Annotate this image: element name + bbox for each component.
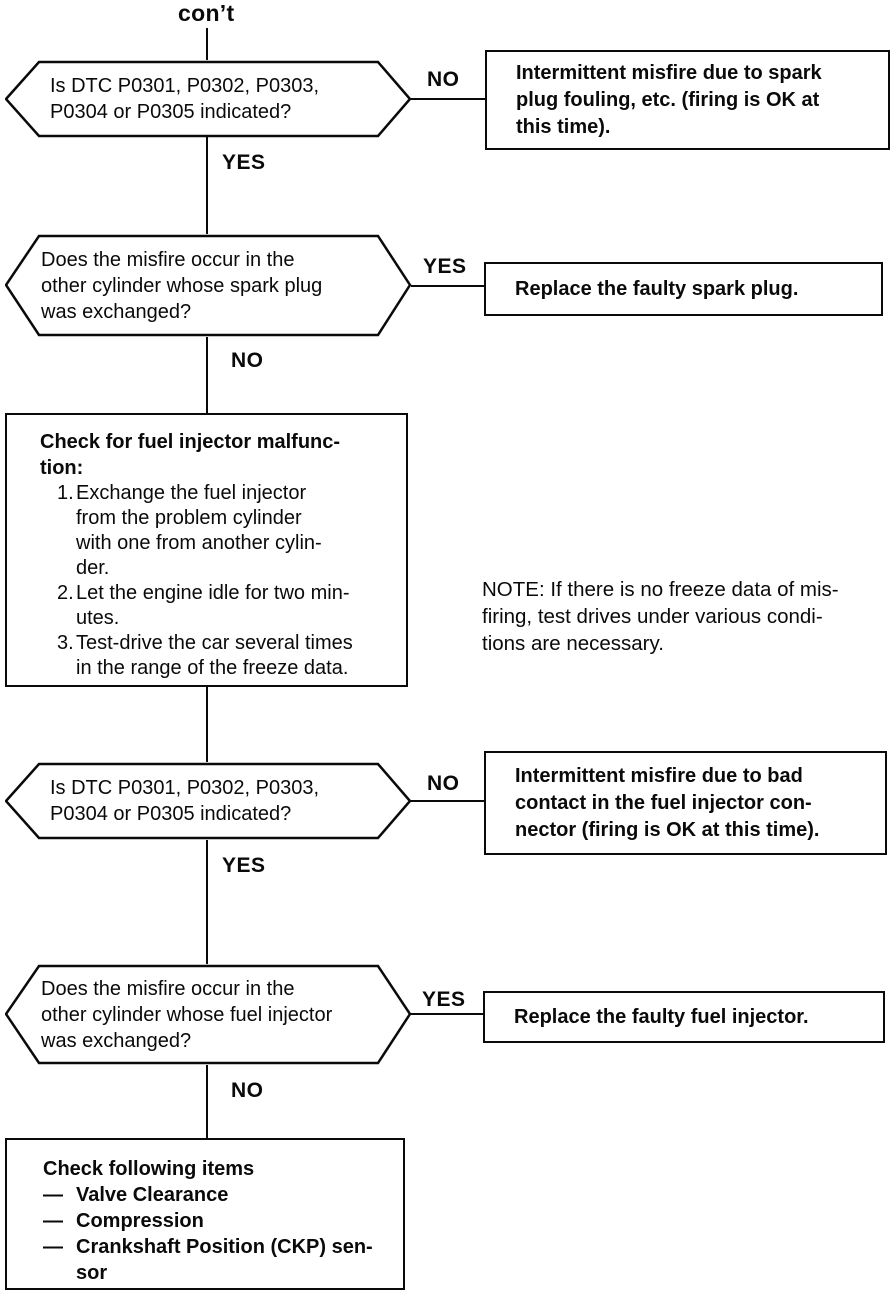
check-item: — Valve Clearance — [43, 1182, 397, 1208]
decision-question: Does the misfire occur in the other cyli… — [41, 977, 333, 1052]
connector-process-to-d3 — [206, 687, 208, 762]
branch-label-no-4: NO — [231, 1079, 264, 1102]
decision-spark-plug-exchange: Does the misfire occur in the other cyli… — [5, 234, 412, 337]
check-item-text: Valve Clearance — [76, 1184, 229, 1206]
hexagon-outline — [5, 964, 412, 1065]
check-item-text: Crankshaft Position (CKP) sen- sor — [76, 1236, 373, 1284]
step-number: 1. — [57, 482, 74, 504]
hexagon-outline — [5, 762, 412, 840]
check-item: — Crankshaft Position (CKP) sen- sor — [43, 1234, 397, 1286]
branch-label-no-2: NO — [231, 349, 264, 372]
step-text: Let the engine idle for two min- utes. — [76, 582, 350, 629]
decision-question: Is DTC P0301, P0302, P0303, P0304 or P03… — [50, 777, 320, 825]
hexagon-outline — [5, 60, 412, 138]
step-number: 2. — [57, 582, 74, 604]
dash-bullet: — — [43, 1184, 63, 1206]
branch-label-yes-1: YES — [222, 151, 266, 174]
check-item-text: Compression — [76, 1210, 204, 1232]
process-title: Check for fuel injector malfunc- tion: — [40, 431, 341, 479]
connector-d3-no — [411, 800, 484, 802]
connector-d2-no — [206, 337, 208, 413]
note-freeze-data: NOTE: If there is no freeze data of mis-… — [482, 578, 839, 655]
dash-bullet: — — [43, 1210, 63, 1232]
branch-label-yes-2: YES — [423, 255, 467, 278]
check-item: — Compression — [43, 1208, 397, 1234]
decision-fuel-injector-exchange: Does the misfire occur in the other cyli… — [5, 964, 412, 1065]
process-step: 3. Test-drive the car several times in t… — [57, 631, 398, 681]
decision-question: Does the misfire occur in the other cyli… — [41, 248, 323, 323]
hexagon-outline — [5, 234, 412, 337]
process-check-fuel-injector: Check for fuel injector malfunc- tion: 1… — [5, 413, 408, 687]
connector-d3-yes — [206, 840, 208, 964]
step-text: Test-drive the car several times in the … — [76, 632, 353, 679]
connector-d4-yes — [411, 1013, 483, 1015]
action-replace-fuel-injector: Replace the faulty fuel injector. — [483, 991, 885, 1043]
branch-label-yes-4: YES — [422, 988, 466, 1011]
action-replace-spark-plug: Replace the faulty spark plug. — [484, 262, 883, 316]
step-text: Exchange the fuel injector from the prob… — [76, 482, 322, 579]
process-step: 1. Exchange the fuel injector from the p… — [57, 481, 398, 581]
branch-label-yes-3: YES — [222, 854, 266, 877]
connector-d1-no — [411, 98, 485, 100]
branch-label-no-3: NO — [427, 772, 460, 795]
connector-d1-yes — [206, 137, 208, 234]
final-check-title: Check following items — [43, 1158, 255, 1180]
result-spark-plug-fouling: Intermittent misfire due to spark plug f… — [485, 50, 890, 150]
connector-d4-no — [206, 1065, 208, 1138]
action-check-following-items: Check following items — Valve Clearance … — [5, 1138, 405, 1290]
branch-label-no-1: NO — [427, 68, 460, 91]
decision-dtc-indicated-1: Is DTC P0301, P0302, P0303, P0304 or P03… — [5, 60, 412, 138]
connector-cont-to-d1 — [206, 28, 208, 60]
decision-dtc-indicated-2: Is DTC P0301, P0302, P0303, P0304 or P03… — [5, 762, 412, 840]
connector-d2-yes — [411, 285, 484, 287]
dash-bullet: — — [43, 1236, 63, 1258]
decision-question: Is DTC P0301, P0302, P0303, P0304 or P03… — [50, 75, 320, 123]
continuation-label: con’t — [178, 0, 235, 26]
result-injector-connector-contact: Intermittent misfire due to bad contact … — [484, 751, 887, 855]
step-number: 3. — [57, 632, 74, 654]
process-step: 2. Let the engine idle for two min- utes… — [57, 581, 398, 631]
